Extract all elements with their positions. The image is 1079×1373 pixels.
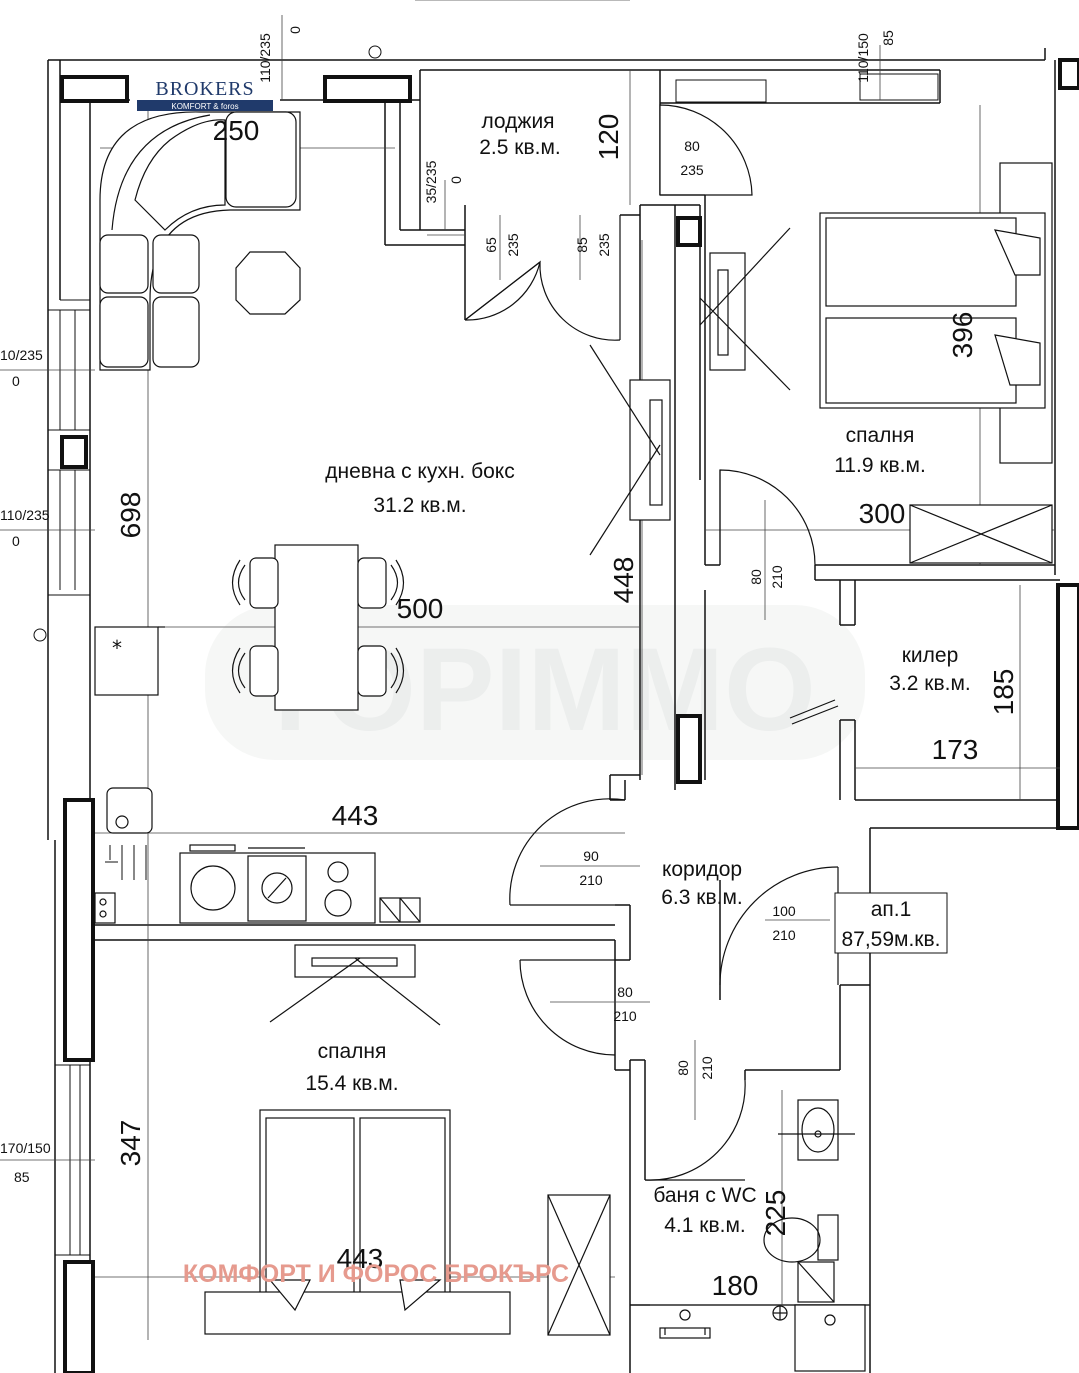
hob-burner-2 (324, 889, 352, 917)
d-loggia2-bottom: 235 (596, 233, 612, 257)
coffee-table (235, 251, 301, 315)
bathroom-area: 4.1 кв.м. (664, 1214, 745, 1237)
d-loggia-right-top: 80 (684, 138, 700, 154)
fridge (94, 626, 159, 696)
w-left1-bottom: 0 (12, 373, 20, 389)
dim-347: 347 (115, 1120, 146, 1167)
d-corridor-left-top: 90 (583, 848, 599, 864)
w-left3-bottom: 85 (14, 1169, 30, 1185)
corner-sofa (99, 111, 301, 371)
dish-rack (105, 845, 147, 880)
furniture: * (94, 111, 1053, 1372)
living-name: дневна с кухн. бокс (325, 460, 514, 483)
loggia-area: 2.5 кв.м. (479, 136, 560, 159)
dim-448: 448 (608, 557, 639, 604)
w-left2-bottom: 0 (12, 533, 20, 549)
storage-name: килер (902, 644, 959, 667)
dim-250: 250 (213, 115, 260, 146)
dim-180: 180 (712, 1270, 759, 1301)
w-left3-top: 170/150 (0, 1140, 51, 1156)
d-bedroom2-top: 80 (617, 984, 633, 1000)
dimension-labels: 250 120 396 698 300 448 500 185 173 443 … (115, 114, 1019, 1301)
bedroom2-area: 15.4 кв.м. (305, 1072, 398, 1095)
dim-500: 500 (397, 593, 444, 624)
hob-burner-1 (327, 861, 349, 883)
w-top-right-bottom: 85 (880, 30, 896, 46)
d-loggia-right-bottom: 235 (680, 162, 704, 178)
storage-area: 3.2 кв.м. (889, 672, 970, 695)
d-loggia1-bottom: 235 (505, 233, 521, 257)
corridor-area: 6.3 кв.м. (661, 886, 742, 909)
bathroom-sink (797, 1099, 839, 1161)
dim-443-kitchen: 443 (332, 800, 379, 831)
oven (261, 872, 293, 904)
w-left1-top: 10/235 (0, 347, 43, 363)
apartment-label: ап.1 87,59м.кв. (834, 892, 948, 954)
logo-name: BROKERS (155, 78, 254, 100)
dim-443-bedroom: 443 (337, 1243, 384, 1274)
dining-table (274, 544, 359, 711)
living-area: 31.2 кв.м. (373, 494, 466, 517)
d-bedroom1-top: 80 (748, 569, 764, 585)
apartment-name: ап.1 (871, 898, 912, 921)
bedroom1-name: спалня (846, 424, 915, 447)
d-entrance-bottom: 210 (772, 927, 796, 943)
room-labels: лоджия 2.5 кв.м. дневна с кухн. бокс 31.… (305, 110, 970, 1237)
w-top-right-top: 110/150 (855, 33, 871, 83)
bed-bedroom2 (204, 1109, 511, 1335)
kitchen-sink (106, 787, 153, 834)
apartment-area: 87,59м.кв. (841, 928, 940, 951)
bathroom-name: баня с WC (653, 1184, 756, 1207)
d-bedroom2-bottom: 210 (613, 1008, 637, 1024)
dim-698: 698 (115, 492, 146, 539)
dim-173: 173 (932, 734, 979, 765)
svg-text:*: * (112, 636, 122, 660)
d-bedroom1-bottom: 210 (769, 565, 785, 589)
dim-185: 185 (988, 669, 1019, 716)
dim-300: 300 (859, 498, 906, 529)
towel-rail (659, 1327, 711, 1339)
w-top-left-bottom: 0 (287, 26, 303, 34)
d-bathroom-bottom: 210 (699, 1056, 715, 1080)
d-bathroom-top: 80 (675, 1060, 691, 1076)
shower-tray (794, 1304, 866, 1372)
d-loggia2-top: 85 (574, 237, 590, 253)
bed-bedroom1 (819, 162, 1053, 464)
walls (47, 48, 1079, 1373)
doors (464, 104, 839, 1181)
corridor-name: коридор (662, 858, 742, 881)
d-entrance-top: 100 (772, 903, 796, 919)
w-loggia-top: 35/235 (423, 160, 439, 203)
dim-120: 120 (593, 114, 624, 161)
window-blocks (60, 58, 1079, 1373)
washing-machine (190, 865, 236, 911)
d-loggia1-top: 65 (483, 237, 499, 253)
logo-sub: KOMFORT & foros (171, 102, 238, 111)
agency-stamp: КОМФОРТ И ФОРОС БРОКЪРС (183, 1260, 569, 1288)
bedroom2-name: спалня (318, 1040, 387, 1063)
brokers-logo: BROKERS KOMFORT & foros (130, 72, 280, 111)
w-loggia-bottom: 0 (448, 176, 464, 184)
toilet (817, 1214, 839, 1261)
opening-labels: 110/235 0 110/150 85 35/235 0 10/235 0 1… (0, 26, 896, 1185)
bedroom1-area: 11.9 кв.м. (834, 454, 926, 477)
dim-396: 396 (947, 312, 978, 359)
loggia-name: лоджия (481, 110, 554, 133)
d-corridor-left-bottom: 210 (579, 872, 603, 888)
dining-chairs (231, 557, 405, 697)
w-top-left-top: 110/235 (257, 33, 273, 83)
dim-225: 225 (760, 1190, 791, 1237)
w-left2-top: 110/235 (0, 507, 50, 523)
